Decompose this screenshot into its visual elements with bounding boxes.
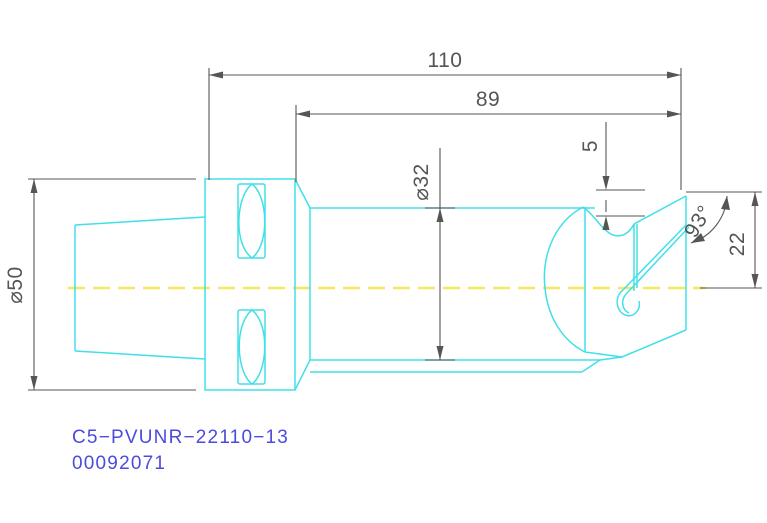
dim-flange-diameter <box>28 178 196 391</box>
dim-label-tip-offset: 5 <box>579 140 602 152</box>
taper-shank <box>74 216 206 360</box>
cutting-insert <box>616 224 690 317</box>
head-profile <box>543 206 623 358</box>
lower-flank <box>310 227 687 373</box>
dimension-layer <box>28 68 762 391</box>
dim-label-overall-length: 110 <box>428 49 463 72</box>
dim-functional-length <box>295 105 681 182</box>
dim-label-head-height: 22 <box>726 232 749 256</box>
dim-lead-angle <box>690 195 730 244</box>
dim-head-height <box>686 191 762 289</box>
part-geometry <box>74 178 690 391</box>
part-code-label: C5−PVUNR−22110−13 <box>72 427 289 448</box>
flange-slot-lower <box>237 309 266 385</box>
dim-shank-diameter <box>425 148 455 361</box>
title-block: C5−PVUNR−22110−13 00092071 <box>72 427 289 474</box>
flange-body <box>204 178 311 391</box>
clamp-face <box>633 195 687 225</box>
insert-pocket <box>582 206 638 291</box>
dim-label-shank-diameter: ⌀32 <box>410 163 433 201</box>
part-number-label: 00092071 <box>72 453 166 474</box>
cylindrical-body <box>310 207 600 361</box>
dim-overall-length <box>208 68 682 190</box>
dim-label-flange-diameter: ⌀50 <box>4 266 27 304</box>
flange-slot-upper <box>237 183 266 259</box>
dim-label-functional-length: 89 <box>476 88 500 111</box>
dim-tip-offset <box>596 122 645 230</box>
